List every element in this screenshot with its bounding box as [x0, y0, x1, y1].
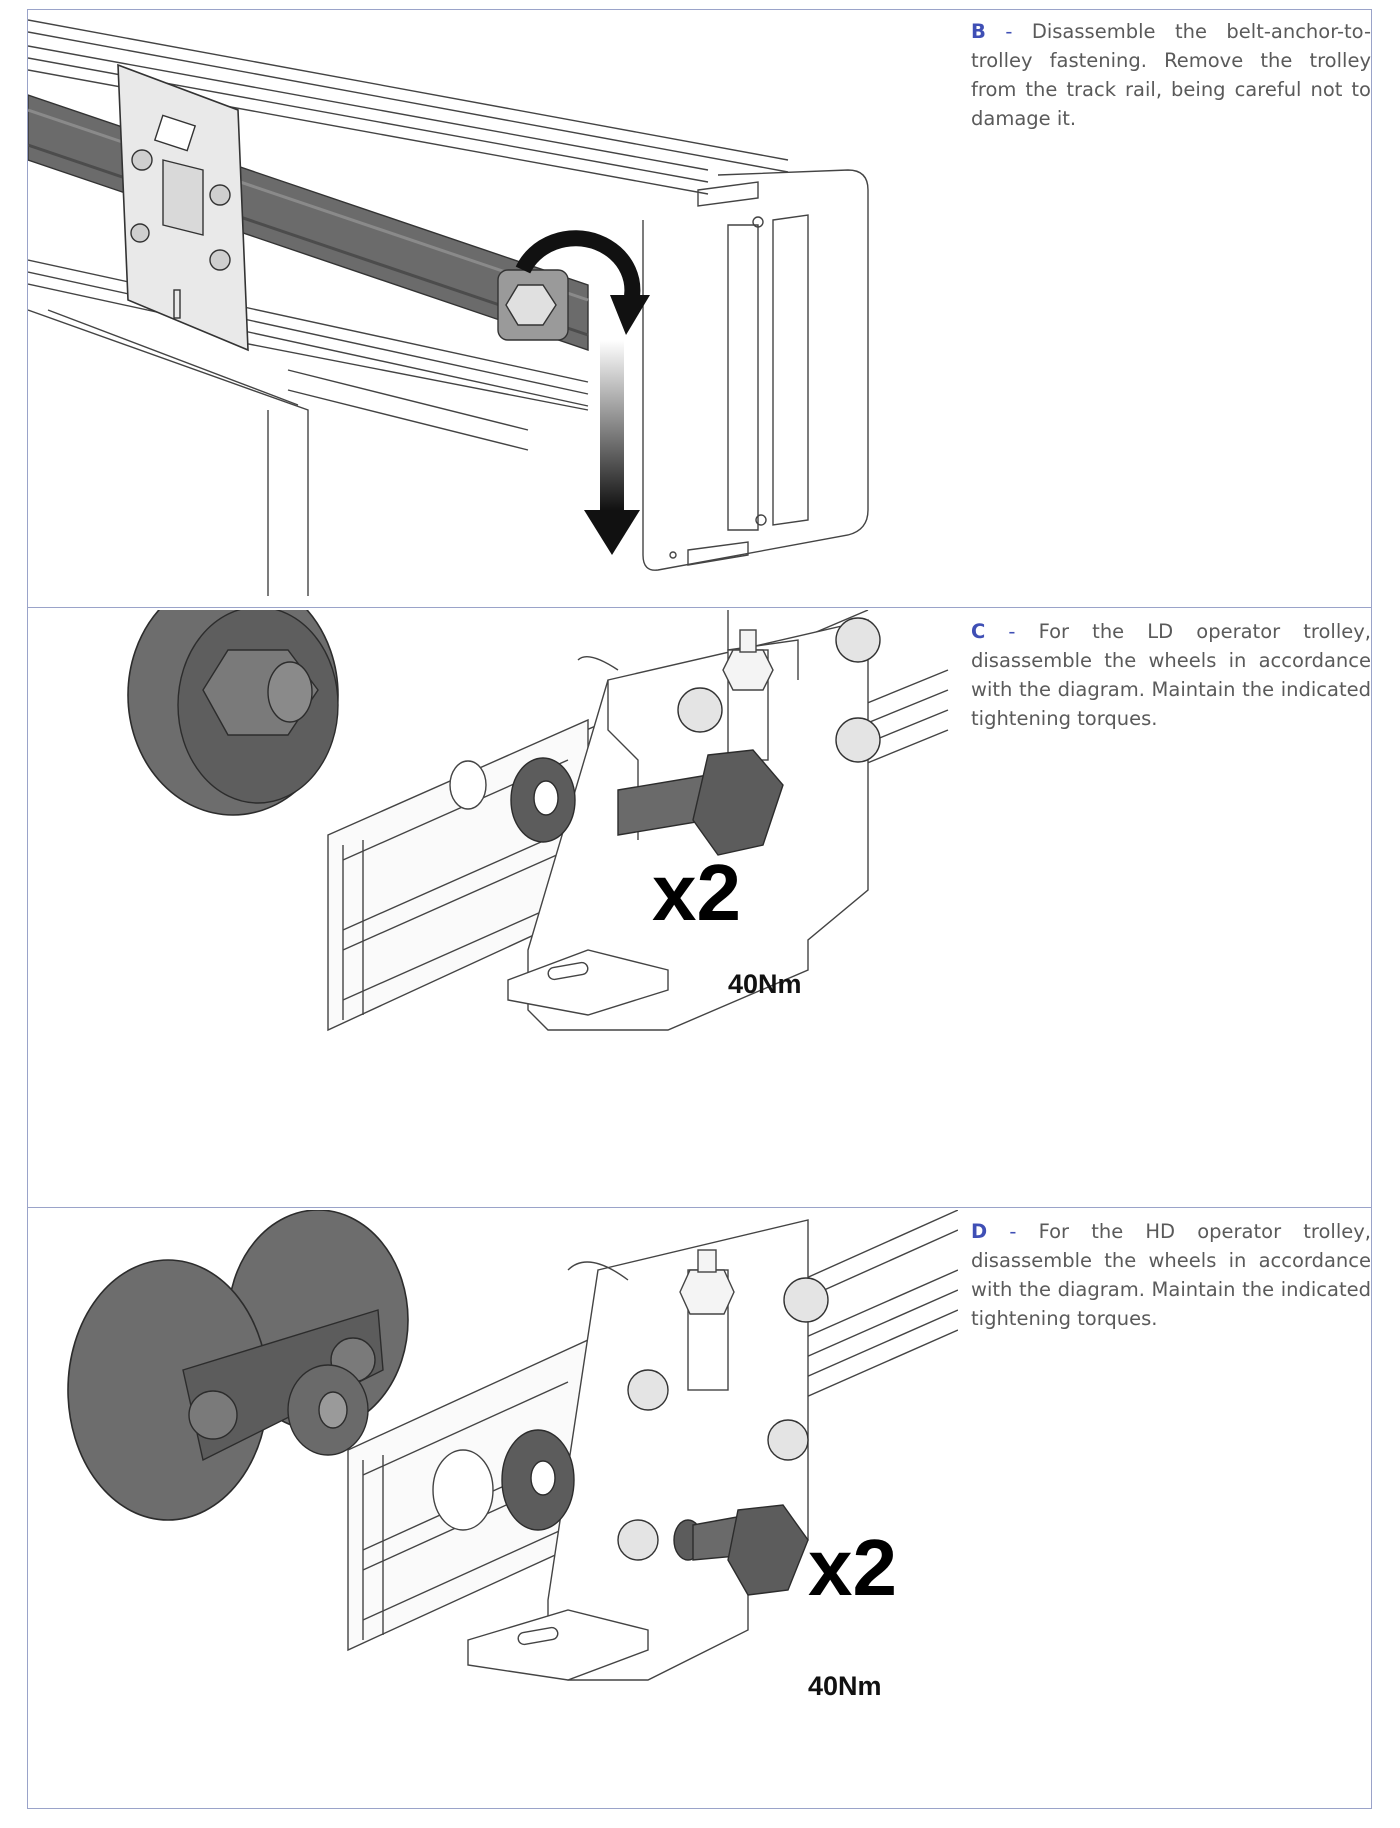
multiplier-c: x2: [652, 848, 741, 937]
step-d-letter: D: [971, 1220, 988, 1243]
torque-c: 40Nm: [728, 969, 802, 999]
step-b-letter: B: [971, 20, 986, 43]
section-divider: [27, 1207, 1372, 1208]
wheel-c: [127, 610, 339, 816]
step-b-separator: -: [985, 20, 1032, 43]
multiplier-d: x2: [808, 1523, 897, 1612]
down-arrow-shaft: [600, 340, 624, 510]
illustration-step-b: [28, 10, 958, 596]
wheel-d: [67, 1210, 409, 1521]
section-divider: [27, 607, 1372, 608]
step-c-text: C - For the LD operator trolley, disasse…: [971, 617, 1371, 733]
page-frame: [27, 9, 1372, 1809]
illustration-step-c: x2 40Nm: [28, 610, 958, 1205]
torque-d: 40Nm: [808, 1671, 882, 1701]
step-b-text: B - Disassemble the belt-anchor-to-troll…: [971, 17, 1371, 133]
step-d-description: For the HD operator trolley, disassemble…: [971, 1220, 1372, 1330]
step-d-separator: -: [987, 1220, 1039, 1243]
step-c-separator: -: [985, 620, 1039, 643]
rotate-arrow: [515, 230, 641, 314]
step-c-letter: C: [971, 620, 986, 643]
step-c-description: For the LD operator trolley, disassemble…: [971, 620, 1372, 730]
step-d-text: D - For the HD operator trolley, disasse…: [971, 1217, 1371, 1333]
down-arrow-head: [584, 510, 640, 555]
illustration-step-d: x2 40Nm: [28, 1210, 958, 1808]
step-b-description: Disassemble the belt-anchor-to-trolley f…: [971, 20, 1371, 130]
